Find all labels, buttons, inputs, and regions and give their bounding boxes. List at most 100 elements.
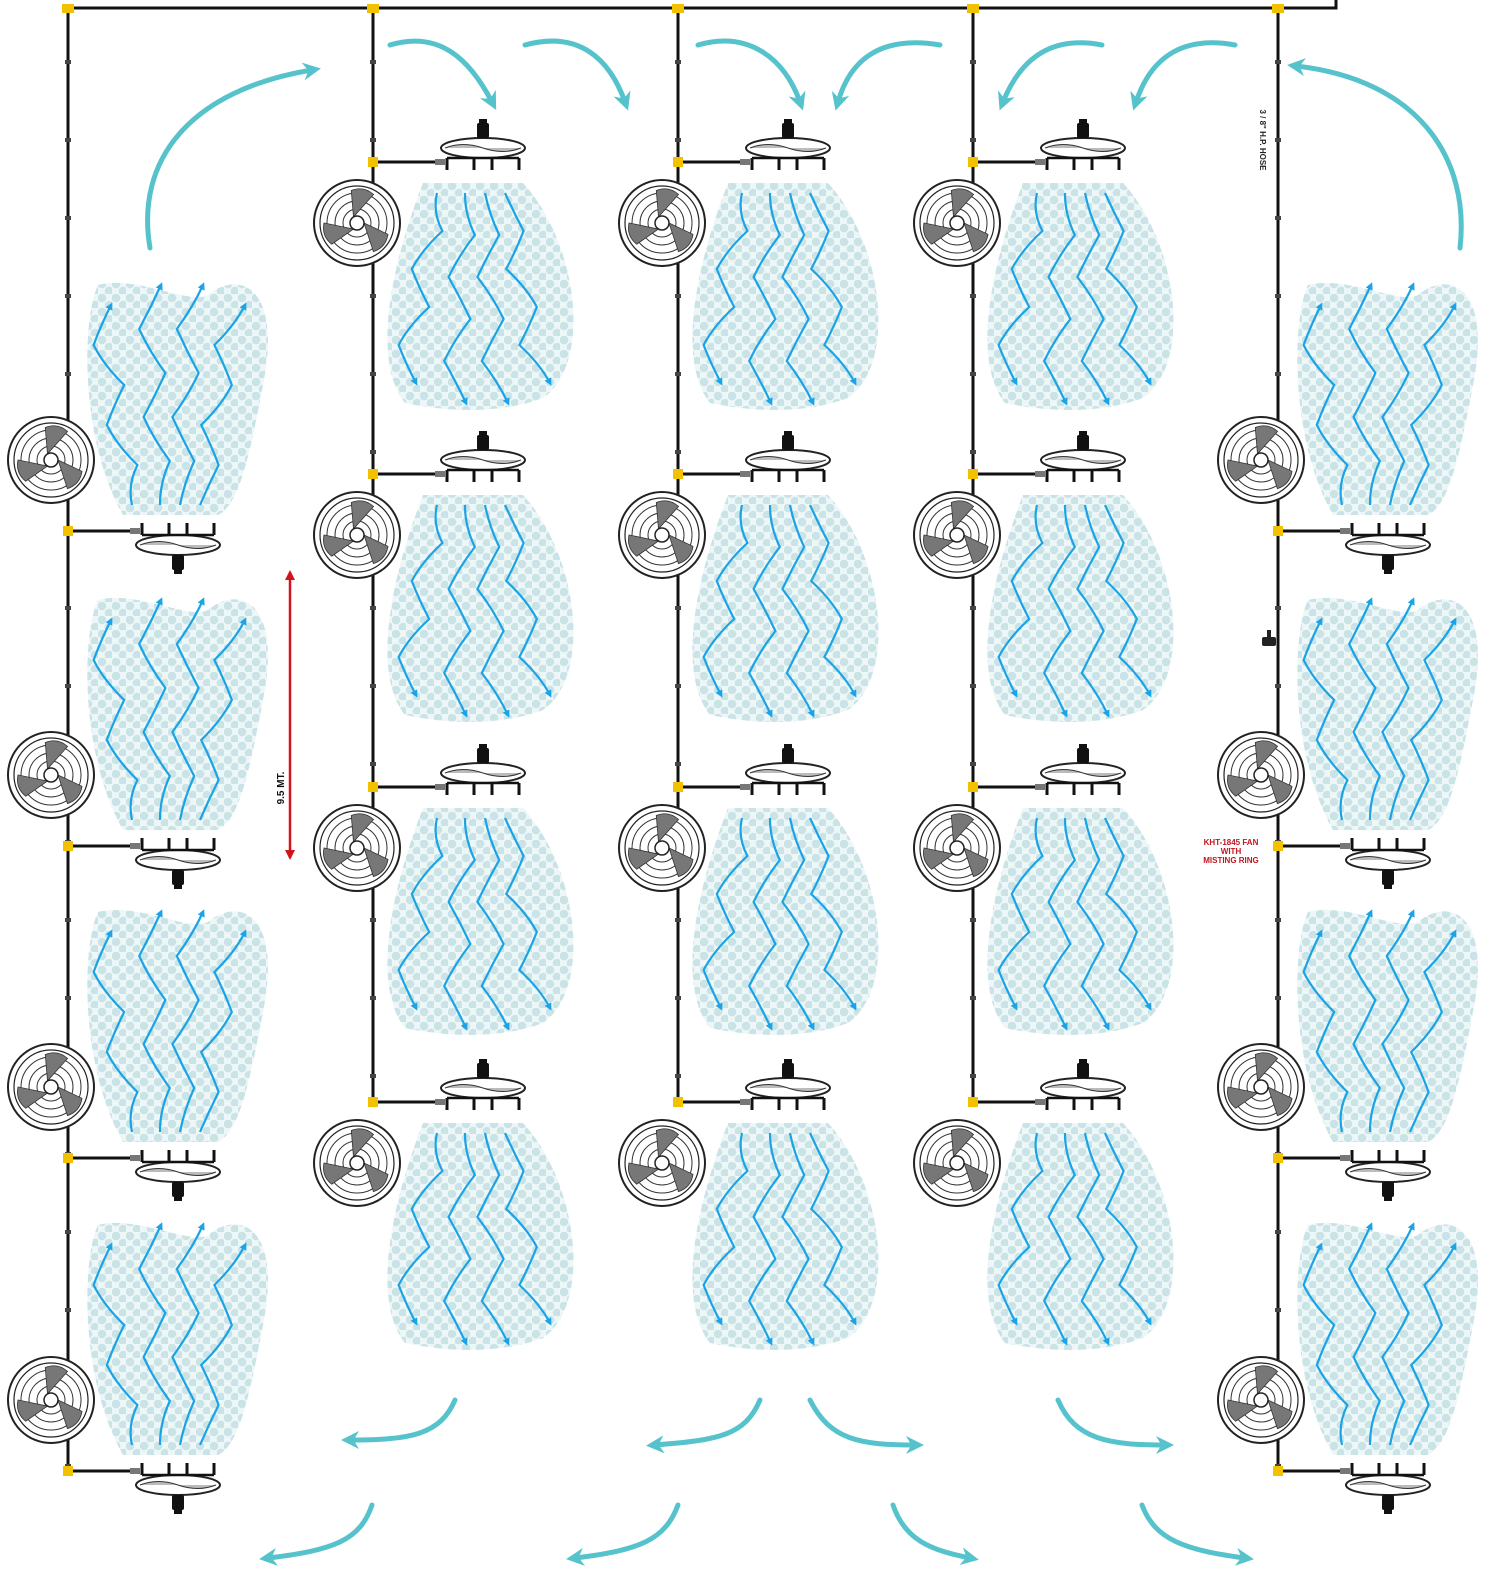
wall-fan-icon [313, 179, 401, 267]
pipe-coupling [65, 1230, 71, 1234]
hose-connector [740, 784, 750, 790]
airflow-arrow-icon [1408, 302, 1457, 506]
misting-fan-icon [1040, 431, 1126, 482]
misting-fan-icon [745, 119, 831, 170]
wall-fan-icon [913, 1119, 1001, 1207]
elbow-fitting [968, 1097, 978, 1107]
wall-fan-icon [618, 804, 706, 892]
airflow-arrow-icon [1408, 1242, 1457, 1446]
airflow-arrow-icon [1381, 1222, 1415, 1446]
fan-model-label: KHT-1845 FAN WITH MISTING RING [1186, 838, 1276, 865]
airflow-arrow-icon [1042, 192, 1077, 406]
airflow-arrow-icon [1302, 302, 1349, 506]
airflow-arrow-icon [442, 817, 477, 1031]
airflow-arrow-icon [198, 1242, 247, 1446]
wall-fan-icon [313, 804, 401, 892]
fan-model-label-line1: KHT-1845 FAN [1203, 838, 1259, 847]
hose-connector [1340, 528, 1350, 534]
airflow-arrow-icon [92, 1242, 139, 1446]
mist-zones [87, 183, 1478, 1455]
airflow-arrow-icon [781, 192, 815, 406]
airflow-arrow-icon [1103, 192, 1152, 386]
pipe-coupling [370, 138, 376, 142]
wall-fan-icon [313, 491, 401, 579]
airflow-arrow-icon [503, 1132, 552, 1326]
circulation-arrow-icon [831, 40, 943, 111]
airflow-arrow-icon [1347, 282, 1382, 506]
circulation-arrow-icon [1287, 58, 1464, 251]
pipe-coupling [65, 606, 71, 610]
pipe-coupling [1275, 138, 1281, 142]
hose-connector [130, 1155, 140, 1161]
airflow-arrow-icon [1302, 929, 1349, 1133]
hose-connector [435, 471, 445, 477]
circulation-arrow-icon [646, 1397, 763, 1454]
circulation-arrow-icon [1055, 1397, 1174, 1454]
pipe-coupling [970, 1074, 976, 1078]
tee-fitting [1272, 4, 1284, 13]
airflow-arrow-icon [747, 504, 782, 718]
misting-fan-icon [440, 744, 526, 795]
pipe-coupling [65, 294, 71, 298]
pipe-coupling [970, 294, 976, 298]
airflow-arrow-icon [442, 192, 477, 406]
pipe-coupling [370, 684, 376, 688]
misting-fan-icon [135, 523, 221, 574]
wall-fan-icon [618, 179, 706, 267]
pipe-coupling [675, 606, 681, 610]
mist-zone [387, 183, 574, 410]
airflow-arrow-icon [171, 1222, 205, 1446]
elbow-fitting [63, 841, 73, 851]
airflow-arrow-icon [198, 929, 247, 1133]
pipe-coupling [370, 606, 376, 610]
tee-fitting [672, 4, 684, 13]
hose-connector [740, 471, 750, 477]
airflow-arrow-icon [397, 1132, 444, 1326]
airflow-arrow-icon [702, 504, 749, 698]
airflow-arrow-icon [1408, 929, 1457, 1133]
mist-zone [387, 808, 574, 1035]
pipe-coupling [675, 762, 681, 766]
airflow-arrow-icon [781, 1132, 815, 1346]
airflow-arrow-icon [1103, 817, 1152, 1011]
airflow-arrow-icon [1076, 1132, 1110, 1346]
wall-fan-icon [913, 179, 1001, 267]
airflow-arrow-icon [137, 597, 172, 821]
mist-zone [987, 183, 1174, 410]
airflow-arrow-icon [1103, 504, 1152, 698]
pipe-coupling [370, 996, 376, 1000]
pipe-coupling [1275, 60, 1281, 64]
airflow-arrow-icon [808, 817, 857, 1011]
misting-fan-icon [1345, 838, 1431, 889]
airflow-arrow-icon [702, 817, 749, 1011]
airflow-arrow-icon [997, 1132, 1044, 1326]
wall-fan-icon [618, 1119, 706, 1207]
pipe-coupling [370, 1074, 376, 1078]
elbow-fitting [673, 782, 683, 792]
pipe-coupling [970, 762, 976, 766]
circulation-arrow-icon [341, 1397, 458, 1449]
airflow-arrow-icon [92, 302, 139, 506]
airflow-arrow-icon [1302, 1242, 1349, 1446]
hose-connector [740, 159, 750, 165]
airflow-arrow-icon [198, 617, 247, 821]
mist-zone [87, 909, 268, 1142]
elbow-fitting [368, 782, 378, 792]
airflow-arrow-icon [1042, 504, 1077, 718]
mist-zone [1297, 597, 1478, 830]
misting-fan-icon [135, 838, 221, 889]
wall-fan-icon [7, 1043, 95, 1131]
mist-zone [987, 1123, 1174, 1350]
airflow-arrow-icon [1381, 282, 1415, 506]
pipe-coupling [1275, 1230, 1281, 1234]
wall-fan-icon [618, 491, 706, 579]
circulation-arrow-icon [387, 38, 497, 110]
airflow-arrow-icon [1347, 909, 1382, 1133]
airflow-arrow-icon [808, 192, 857, 386]
misting-fan-icon [440, 431, 526, 482]
airflow-arrow-icon [1042, 817, 1077, 1031]
misting-fan-icon [1040, 744, 1126, 795]
hose-connector [130, 843, 140, 849]
circulation-arrow-icon [259, 1502, 375, 1566]
